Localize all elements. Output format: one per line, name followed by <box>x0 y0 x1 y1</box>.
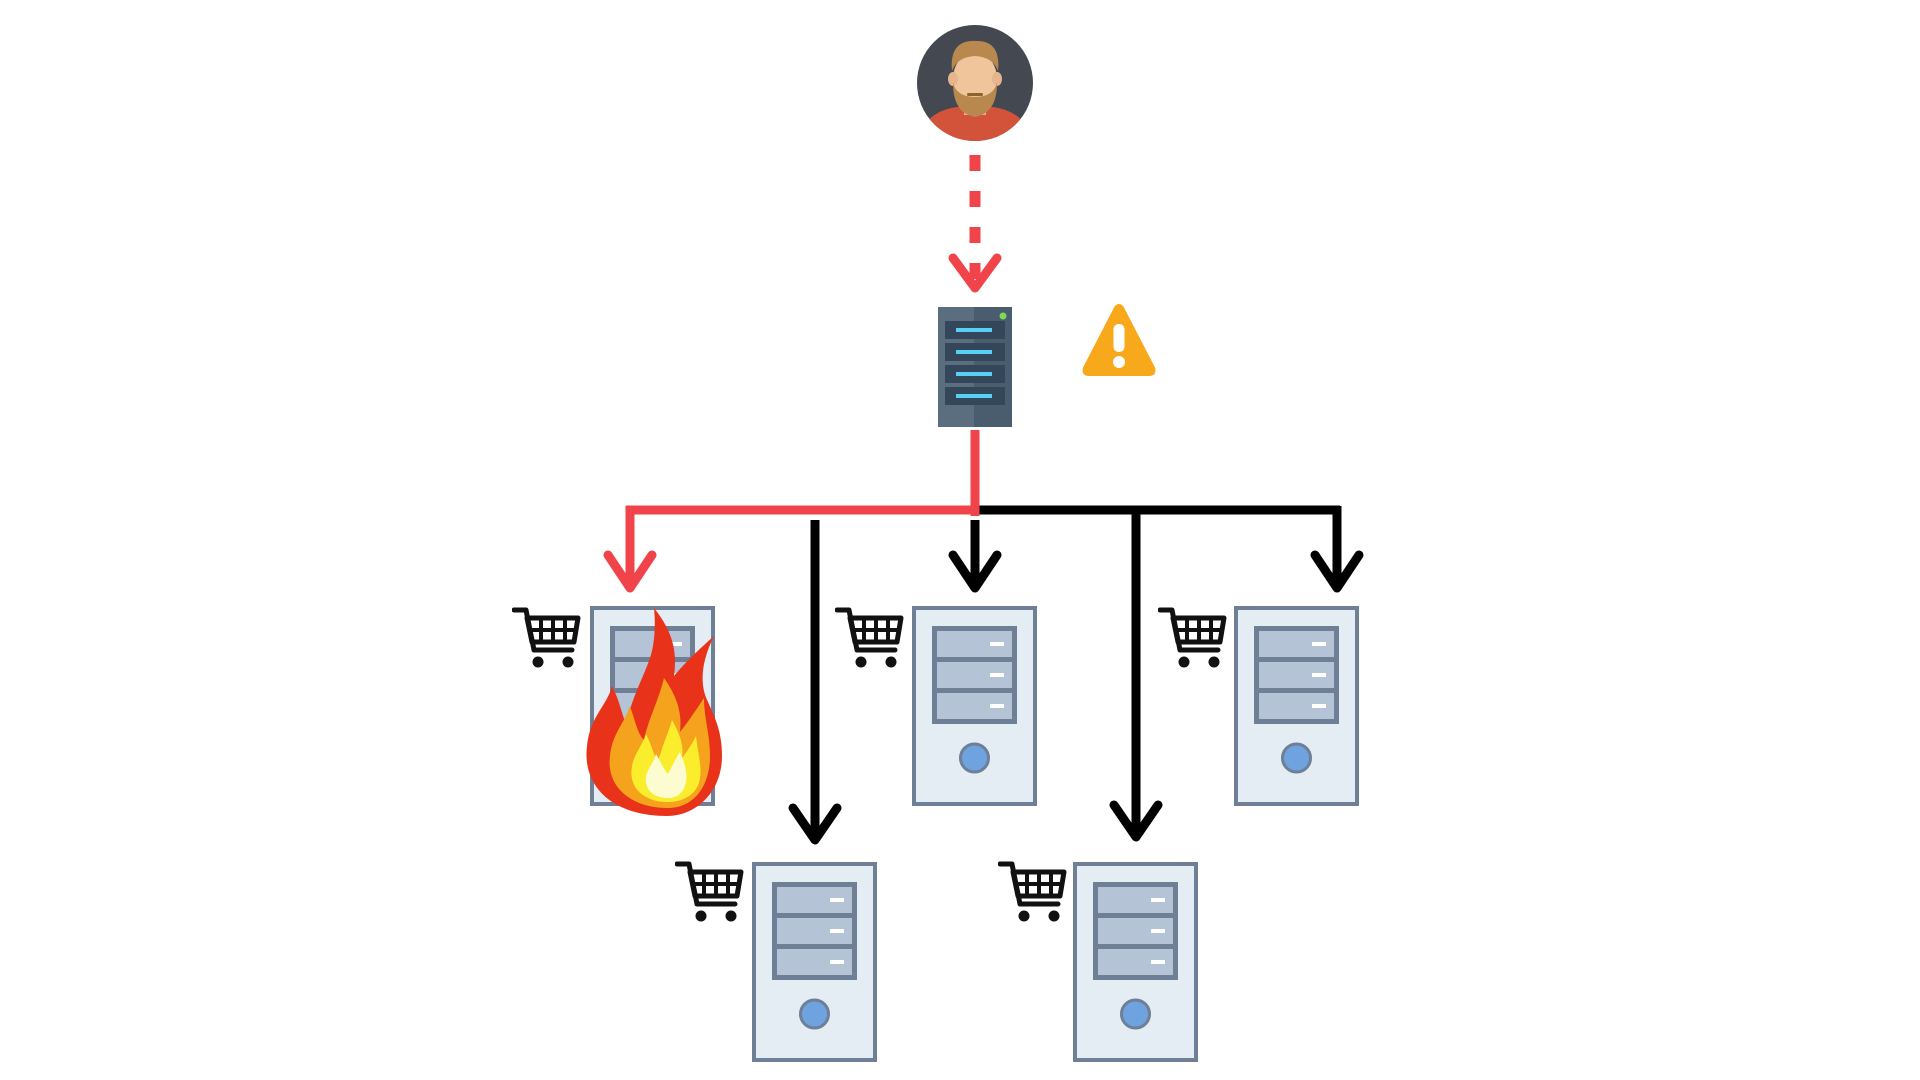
rack-server-icon <box>938 307 1012 427</box>
connectors <box>603 155 1364 845</box>
shopping-cart-icon <box>677 864 741 922</box>
fire-icon <box>586 608 722 816</box>
user-to-balancer-arrow <box>948 155 1002 293</box>
shopping-cart-icon <box>514 610 578 668</box>
arrowhead-server-4 <box>1109 800 1163 842</box>
shop-server-3 <box>837 606 1037 806</box>
shop-server-5 <box>1160 606 1359 806</box>
tower-server-icon <box>752 862 877 1062</box>
arrowhead-server-3 <box>948 550 1002 593</box>
tower-server-icon <box>1234 606 1359 806</box>
shopping-cart-icon <box>1160 610 1224 668</box>
arrowhead-server-2 <box>788 803 842 845</box>
arrowhead-server-1 <box>603 550 657 593</box>
shop-server-4 <box>1000 862 1198 1062</box>
shop-server-2 <box>677 862 877 1062</box>
tower-server-icon <box>912 606 1037 806</box>
arrowhead-server-5 <box>1310 550 1364 593</box>
overloaded-branch-line <box>625 430 980 586</box>
shopping-cart-icon <box>837 610 901 668</box>
tower-server-icon <box>1073 862 1198 1062</box>
shop-server-1 <box>514 606 722 816</box>
bearded-man-avatar-icon <box>917 25 1033 141</box>
healthy-branch-lines <box>810 505 1342 840</box>
warning-triangle-icon <box>1082 304 1156 376</box>
shopping-cart-icon <box>1000 864 1064 922</box>
